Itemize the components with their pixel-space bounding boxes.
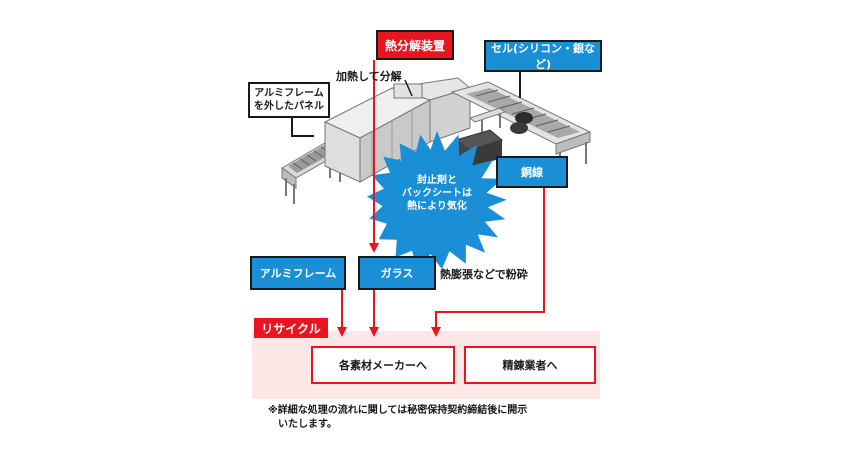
- starburst-text: 封止剤と バックシートは 熱により気化: [402, 175, 472, 212]
- furnace-body: [323, 77, 472, 183]
- vaporization-starburst: [366, 131, 507, 270]
- heat-leader: [404, 79, 413, 97]
- glass-label: ガラス: [358, 256, 436, 290]
- crush-note: 熱膨張などで粉砕: [440, 268, 528, 281]
- panel-label: アルミフレーム を外したパネル: [248, 82, 330, 118]
- refiner-destination: 精錬業者へ: [464, 346, 596, 384]
- footnote: ※詳細な処理の流れに関しては秘密保持契約締結後に開示 いたします。: [268, 404, 527, 432]
- cell-label: セル(シリコン・銀など): [484, 40, 602, 72]
- copper-wire-label: 銅線: [496, 156, 568, 188]
- heat-decompose-text: 加熱して分解: [336, 70, 402, 83]
- arrow-copper-to-maker: [431, 188, 545, 337]
- panel-leader: [291, 118, 314, 137]
- footnote-line-2: いたします。: [278, 419, 337, 430]
- decomposer-label: 熱分解装置: [376, 30, 454, 60]
- aluminium-frame-label: アルミフレーム: [250, 256, 346, 290]
- recycle-tag: リサイクル: [254, 318, 328, 338]
- flow-arrows: [337, 60, 545, 337]
- footnote-line-1: ※詳細な処理の流れに関しては秘密保持契約締結後に開示: [268, 405, 528, 416]
- maker-destination: 各素材メーカーへ: [311, 346, 455, 384]
